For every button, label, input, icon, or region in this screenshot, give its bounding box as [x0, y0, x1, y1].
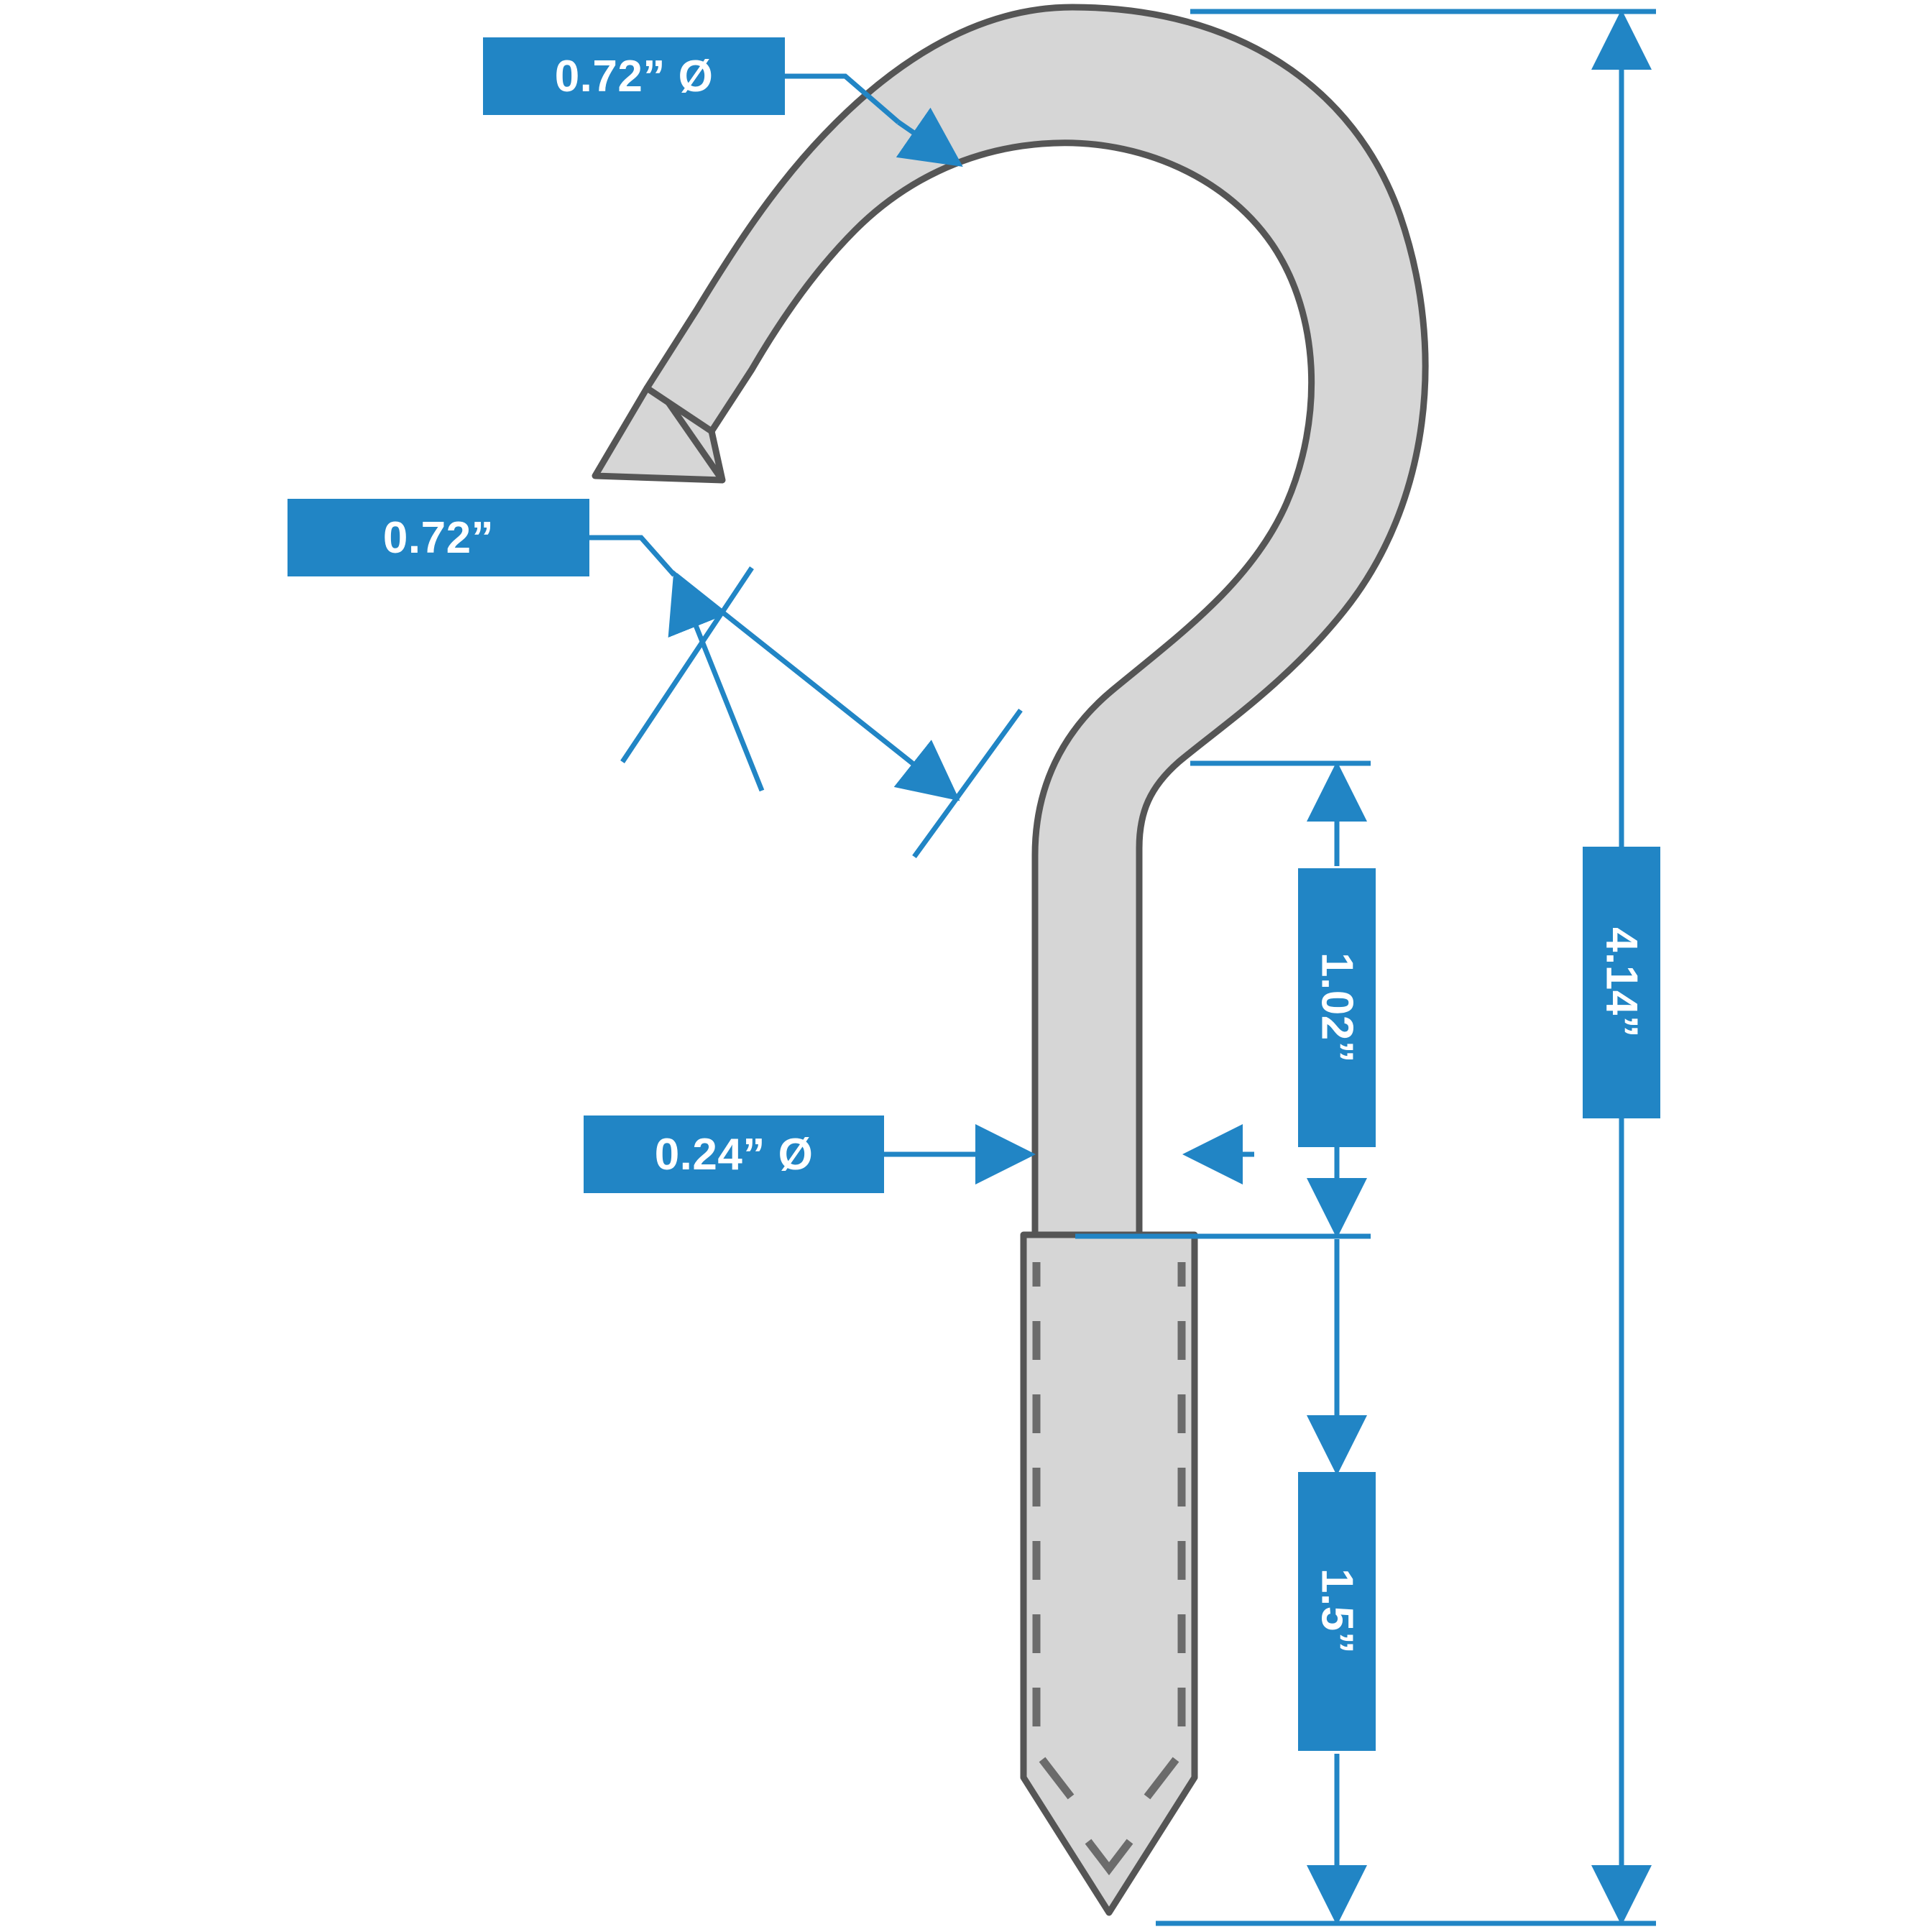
callout-hook-opening-width: 0.72”	[288, 499, 589, 576]
part-geometry	[592, 4, 1429, 1916]
callout-shank-diameter: 0.24” Ø	[584, 1116, 884, 1193]
callout-threaded-length: 1.5”	[1298, 1472, 1376, 1751]
dimension-shank-length	[1075, 760, 1371, 1239]
screw-point-chevron	[1085, 1839, 1133, 1876]
hook-tip-bevel-edge	[666, 400, 725, 482]
threaded-shank-body	[1020, 1231, 1198, 1916]
callout-hook-bend-diameter: 0.72” Ø	[483, 37, 785, 115]
thread-marks-right	[1144, 1262, 1186, 1800]
hook-body-shape	[643, 4, 1429, 1240]
dimension-overall-length	[1156, 9, 1656, 1926]
callout-unthreaded-shank-length: 1.02”	[1298, 868, 1376, 1147]
callout-overall-length: 4.14”	[1583, 847, 1660, 1118]
leader-head-diameter	[785, 73, 963, 167]
leader-head-width	[589, 535, 1023, 859]
thread-marks-left	[1032, 1262, 1075, 1800]
